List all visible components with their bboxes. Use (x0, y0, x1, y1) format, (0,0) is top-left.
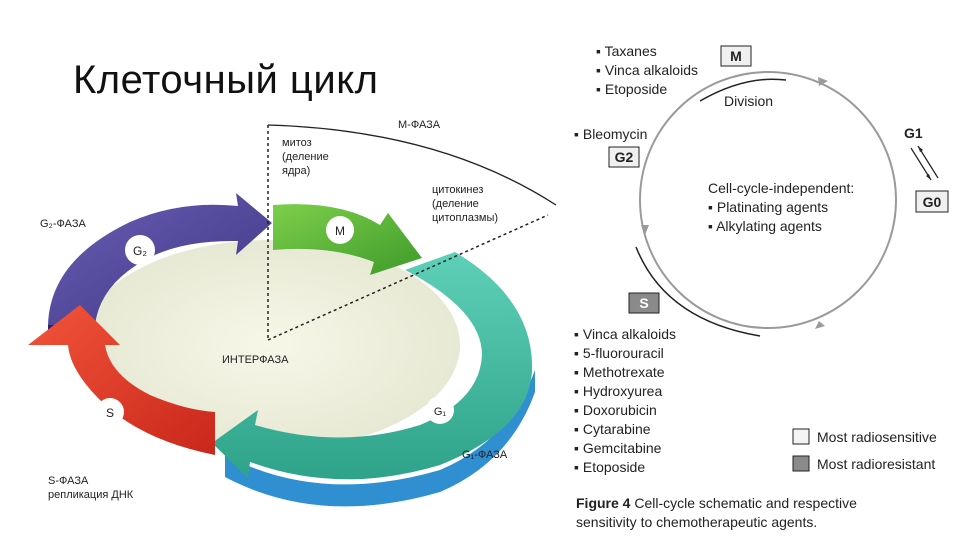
slide-title: Клеточный цикл (73, 58, 379, 102)
g2-badge: G₂ (133, 244, 147, 258)
cytokinesis-line-2: (деление (432, 198, 479, 210)
s-drug-8: ▪ Etoposide (574, 459, 645, 475)
arrowhead-top (818, 77, 828, 86)
m-drug-1: ▪ Taxanes (596, 43, 657, 59)
s-drug-3: ▪ Methotrexate (574, 364, 665, 380)
legend-radiosensitive-label: Most radiosensitive (817, 429, 937, 445)
g1-badge: G₁ (434, 406, 447, 418)
interphase-disc (80, 240, 460, 450)
g2-box-label: G2 (615, 149, 634, 165)
arrowhead-right-bottom (815, 321, 825, 329)
g2-arrow (48, 193, 272, 325)
s-drug-7: ▪ Gemcitabine (574, 440, 662, 456)
g1-g0-arrowhead-down (926, 174, 931, 180)
m-phase-arc (267, 124, 557, 206)
g1-arrow (212, 252, 533, 480)
m-drug-3: ▪ Etoposide (596, 81, 667, 97)
mitosis-line-2: (деление (282, 151, 329, 163)
legend-radioresistant-swatch (792, 455, 810, 472)
s-drug-2: ▪ 5-fluorouracil (574, 345, 664, 361)
s-phase-label: S-ФАЗА (48, 475, 89, 487)
legend-radiosensitive-swatch (792, 428, 810, 445)
division-arc (699, 78, 787, 102)
s-badge: S (106, 406, 114, 420)
s-drug-5: ▪ Doxorubicin (574, 402, 657, 418)
g1-g0-arrow-2 (917, 145, 939, 179)
g0-box (915, 190, 949, 213)
s-drug-6: ▪ Cytarabine (574, 421, 651, 437)
dna-replication-label: репликация ДНК (48, 489, 134, 501)
s-drug-1: ▪ Vinca alkaloids (574, 326, 676, 342)
m-box (720, 45, 752, 67)
m-badge: M (335, 224, 345, 238)
mitosis-line-1: митоз (282, 137, 312, 149)
division-label: Division (724, 93, 773, 109)
g1-underside (225, 370, 535, 507)
m-drug-2: ▪ Vinca alkaloids (596, 62, 698, 78)
g1-label: G1 (904, 125, 923, 141)
figure-caption-line-2: sensitivity to chemotherapeutic agents. (576, 514, 817, 530)
cytokinesis-line-1: цитокинез (432, 184, 483, 196)
independent-item-2: ▪ Alkylating agents (708, 218, 822, 234)
arrowhead-left (641, 225, 649, 235)
legend-radioresistant-label: Most radioresistant (817, 456, 935, 472)
chemo-sensitivity-diagram: M G2 G0 S ▪ Taxanes ▪ Vinca alkaloids ▪ … (574, 43, 949, 530)
s-box-label: S (639, 295, 648, 311)
cell-cycle-diagram: G₂ M S G₁ М-ФАЗА митоз (деление ядра) ци… (28, 119, 557, 507)
cycle-circle (639, 71, 897, 329)
g1-badge-circle (426, 396, 454, 424)
independent-item-1: ▪ Platinating agents (708, 199, 828, 215)
g1-g0-arrowhead-up (918, 146, 923, 152)
s-arrow (28, 305, 215, 455)
m-phase-label: М-ФАЗА (398, 119, 441, 131)
independent-title: Cell-cycle-independent: (708, 180, 854, 196)
s-box (628, 292, 660, 314)
figure-caption-line-1: Figure 4 Cell-cycle schematic and respec… (576, 495, 857, 511)
mitosis-line-3: ядра) (282, 165, 310, 177)
g1-phase-label: G₁-ФАЗА (462, 449, 508, 461)
g2-box (608, 146, 640, 168)
g0-box-label: G0 (923, 194, 942, 210)
cytokinesis-line-3: цитоплазмы) (432, 212, 498, 224)
s-phase-arc (635, 246, 761, 337)
g2-phase-label: G₂-ФАЗА (40, 218, 86, 230)
m-box-label: M (730, 48, 742, 64)
interphase-label: ИНТЕРФАЗА (222, 354, 289, 366)
m-badge-circle (326, 216, 354, 244)
g1-g0-arrow-1 (910, 147, 932, 181)
g2-badge-circle (125, 235, 155, 265)
s-badge-circle (96, 398, 124, 426)
g2-drug: ▪ Bleomycin (574, 126, 647, 142)
s-drug-4: ▪ Hydroxyurea (574, 383, 662, 399)
